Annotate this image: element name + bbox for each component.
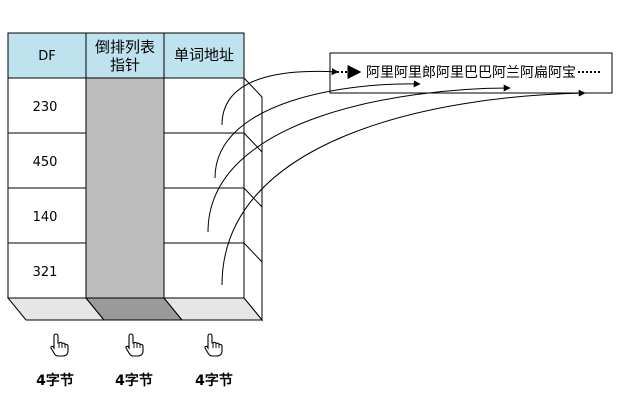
header-df-label: DF — [38, 49, 56, 64]
header-pointer-cell — [85, 32, 165, 79]
header-pointer-label-line1: 倒排列表 — [95, 38, 155, 56]
word-addr-cell-row-1 — [163, 77, 245, 134]
size-label-word-addr: 4字节 — [195, 372, 233, 389]
string-storage-box — [329, 52, 613, 94]
word-addr-cell-row-2 — [163, 132, 245, 189]
header-word-address-cell — [163, 32, 245, 79]
side-face-divider-1 — [243, 132, 263, 153]
df-value-row-2: 450 — [33, 155, 58, 170]
string-storage-text: 阿里阿里郎阿里巴巴阿兰阿扁阿宝 — [366, 65, 576, 81]
df-value-row-3: 140 — [33, 210, 58, 225]
arrow-row-1-to-string — [221, 68, 339, 126]
header-word-address-label: 单词地址 — [174, 46, 234, 64]
hand-pointer-icon — [204, 333, 223, 357]
side-face-divider-3 — [243, 242, 263, 263]
df-cell-row-3 — [7, 187, 87, 244]
size-label-df: 4字节 — [36, 372, 74, 389]
pointer-column — [85, 77, 165, 299]
hand-pointer-icon — [50, 333, 69, 357]
word-addr-cell-row-3 — [163, 187, 245, 244]
hand-pointer-icon — [125, 333, 144, 357]
header-df-cell — [7, 32, 87, 79]
size-label-pointer: 4字节 — [115, 372, 153, 389]
df-cell-row-1 — [7, 77, 87, 134]
arrow-row-4-to-string — [221, 89, 586, 286]
bottom-face-word-addr — [162, 297, 264, 321]
arrow-row-2-to-string — [214, 80, 421, 179]
word-addr-cell-row-4 — [163, 242, 245, 299]
header-pointer-label-line2: 指针 — [110, 56, 140, 74]
side-face-divider-2 — [243, 187, 263, 208]
arrow-row-3-to-string — [207, 84, 511, 233]
df-value-row-1: 230 — [33, 100, 58, 115]
table-body: 230 450 140 321 — [7, 77, 245, 299]
df-value-row-4: 321 — [33, 265, 58, 280]
